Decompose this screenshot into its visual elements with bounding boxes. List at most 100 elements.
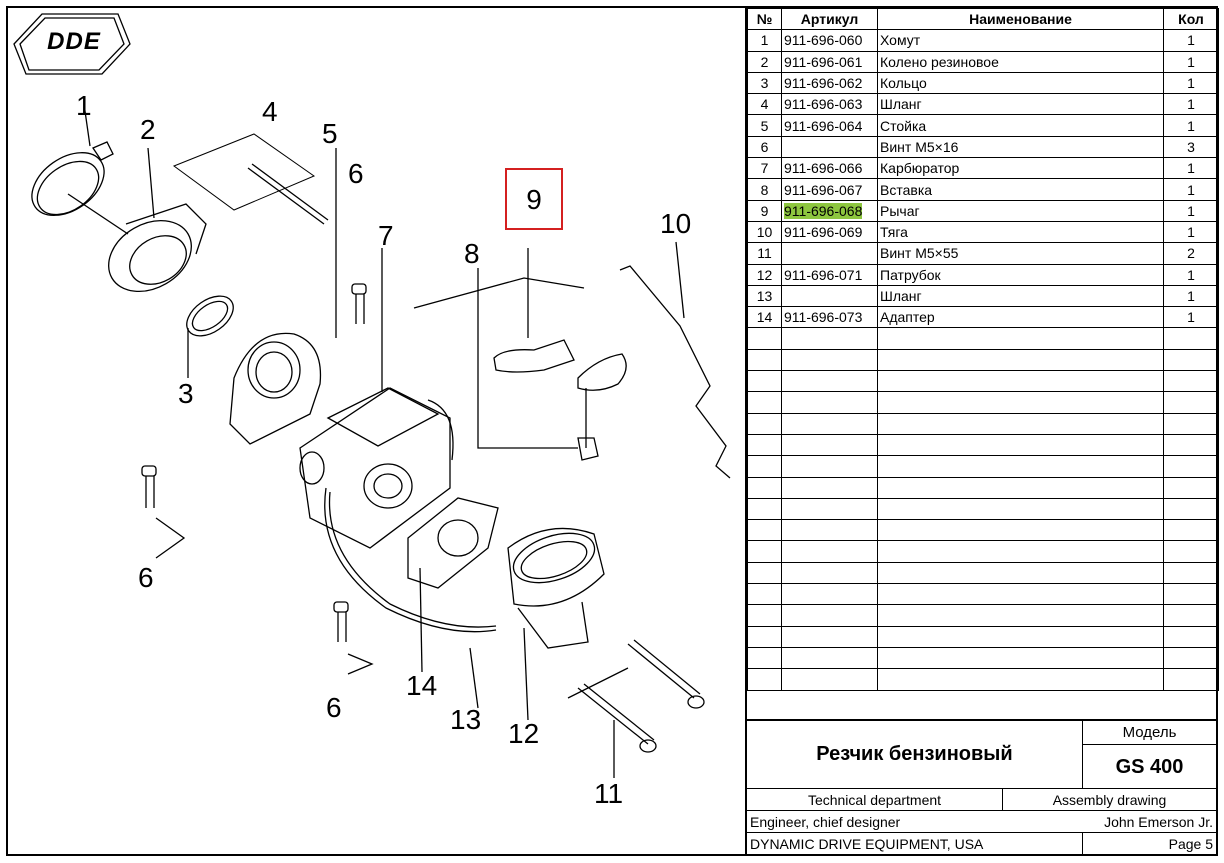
cell-article — [781, 646, 878, 670]
doc-type: Assembly drawing — [1003, 789, 1216, 811]
callout-9: 9 — [526, 184, 542, 215]
cell-name: Патрубок — [877, 263, 1164, 286]
cell-article — [781, 497, 878, 521]
cell-name — [877, 625, 1164, 648]
title-block: Резчик бензиновый Модель GS 400 Technica… — [747, 719, 1216, 856]
cell-num — [747, 561, 782, 585]
cell-name — [877, 370, 1164, 393]
cell-num — [747, 433, 782, 457]
cell-name: Рычаг — [877, 199, 1164, 222]
cell-article — [781, 540, 878, 563]
cell-qty — [1163, 497, 1219, 521]
cell-name: Тяга — [877, 220, 1164, 244]
cell-num: 11 — [747, 242, 782, 265]
cell-num — [747, 519, 782, 542]
table-row — [747, 433, 1219, 457]
cell-num — [747, 625, 782, 648]
table-row — [747, 583, 1219, 606]
cell-num — [747, 391, 782, 414]
cell-article — [781, 433, 878, 457]
cell-qty: 3 — [1163, 135, 1219, 159]
highlight-box-9: 9 — [505, 168, 563, 230]
cell-num: 9 — [747, 199, 782, 222]
page-number: Page 5 — [1168, 836, 1213, 852]
table-row — [747, 476, 1219, 499]
cell-qty: 1 — [1163, 263, 1219, 286]
cell-article — [781, 668, 878, 691]
callout-5: 5 — [322, 118, 338, 149]
callout-3: 3 — [178, 378, 194, 409]
callout-13: 13 — [450, 704, 482, 735]
cell-qty: 1 — [1163, 284, 1219, 308]
cell-qty — [1163, 540, 1219, 563]
parts-illustration — [13, 13, 731, 778]
cell-article — [781, 348, 878, 372]
cell-article — [781, 370, 878, 393]
cell-article: 911-696-069 — [781, 220, 878, 244]
cell-article: 911-696-071 — [781, 263, 878, 286]
model-value: GS 400 — [1083, 745, 1216, 789]
cell-qty: 1 — [1163, 71, 1219, 95]
cell-article — [781, 561, 878, 585]
callout-11: 11 — [594, 778, 624, 809]
cell-num — [747, 646, 782, 670]
cell-num: 2 — [747, 50, 782, 73]
cell-num: 7 — [747, 157, 782, 180]
table-row — [747, 646, 1219, 670]
header-qty: Кол — [1163, 7, 1219, 31]
callout-8: 8 — [464, 238, 480, 269]
highlighted-article: 911-696-068 — [784, 202, 863, 219]
cell-qty — [1163, 604, 1219, 627]
cell-name: Стойка — [877, 114, 1164, 137]
cell-qty — [1163, 455, 1219, 478]
logo: DDE — [47, 28, 101, 55]
cell-name: Адаптер — [877, 306, 1164, 329]
department: Technical department — [747, 789, 1003, 811]
cell-qty — [1163, 668, 1219, 691]
callout-2: 2 — [140, 114, 156, 145]
callout-1: 1 — [76, 90, 92, 121]
cell-qty: 1 — [1163, 93, 1219, 116]
callout-7: 7 — [378, 220, 394, 251]
cell-qty — [1163, 625, 1219, 648]
drawing-sheet: DDE 1 2 3 4 5 6 6 6 7 8 9 10 11 12 13 14… — [6, 6, 1219, 856]
cell-article: 911-696-066 — [781, 157, 878, 180]
cell-name — [877, 497, 1164, 521]
cell-name: Шланг — [877, 284, 1164, 308]
table-row — [747, 497, 1219, 521]
cell-article — [781, 583, 878, 606]
cell-qty — [1163, 583, 1219, 606]
table-row — [747, 370, 1219, 393]
table-header-row: № Артикул Наименование Кол — [747, 7, 1219, 31]
cell-num: 5 — [747, 114, 782, 137]
cell-num: 12 — [747, 263, 782, 286]
callout-12: 12 — [508, 718, 540, 749]
cell-article — [781, 455, 878, 478]
cell-name — [877, 604, 1164, 627]
cell-article: 911-696-062 — [781, 71, 878, 95]
model-label: Модель — [1083, 721, 1216, 745]
cell-name — [877, 391, 1164, 414]
cell-name: Вставка — [877, 178, 1164, 201]
cell-qty — [1163, 476, 1219, 499]
cell-name: Карбюратор — [877, 157, 1164, 180]
callout-6-top: 6 — [348, 158, 364, 189]
logo-outline — [13, 13, 131, 75]
cell-article: 911-696-063 — [781, 93, 878, 116]
cell-name — [877, 646, 1164, 670]
callout-6-bottom: 6 — [326, 692, 342, 723]
table-row — [747, 668, 1219, 691]
cell-article: 911-696-064 — [781, 114, 878, 137]
cell-name — [877, 327, 1164, 350]
cell-name: Шланг — [877, 93, 1164, 116]
cell-num: 3 — [747, 71, 782, 95]
